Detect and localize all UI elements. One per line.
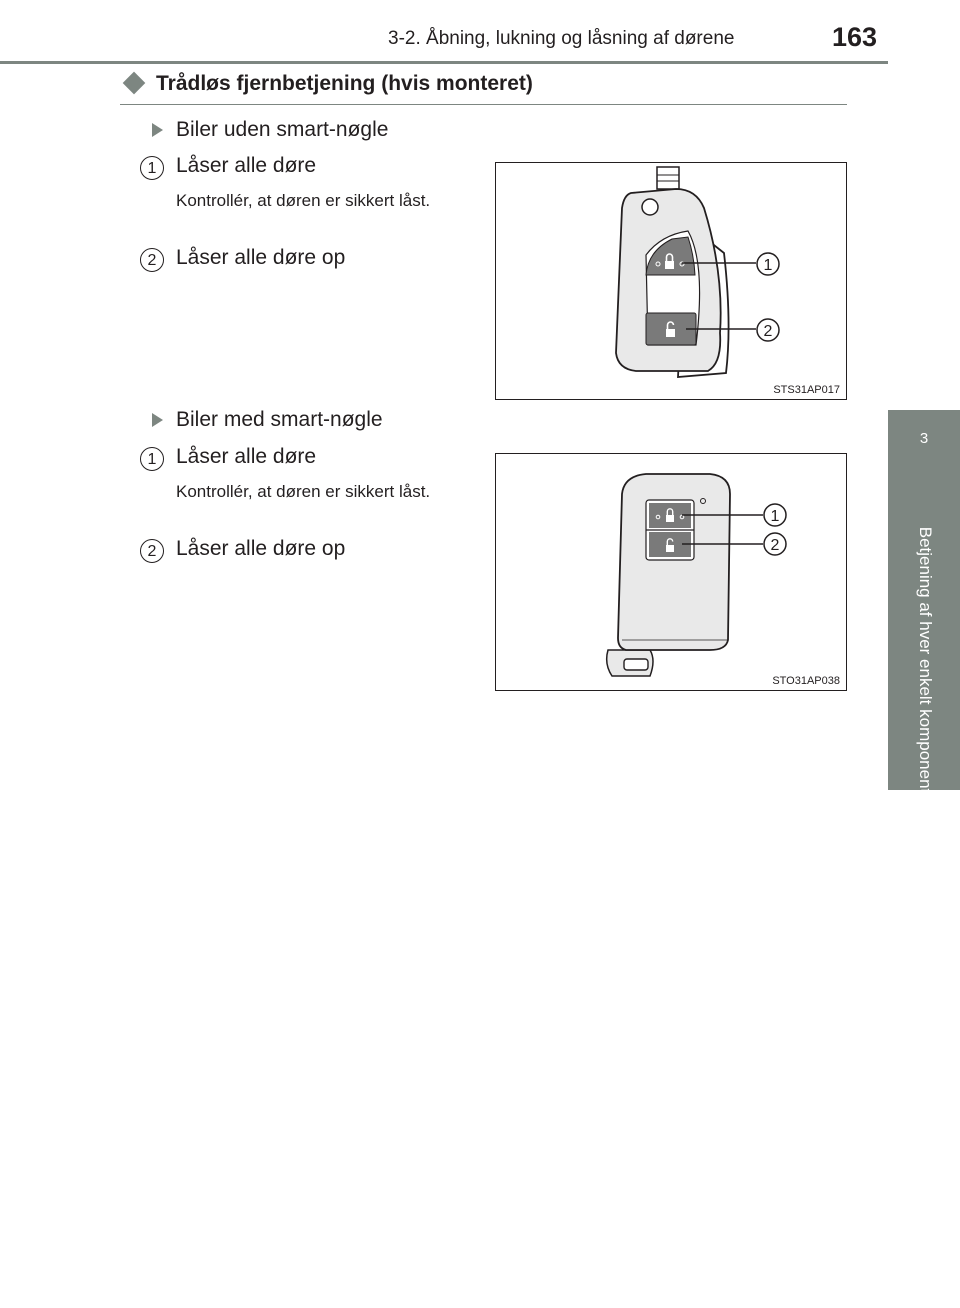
chapter-title: Betjening af hver enkelt komponent xyxy=(916,526,935,794)
figure-code: STS31AP017 xyxy=(773,384,840,396)
triangle-bullet-icon xyxy=(152,413,163,428)
figure-smart-key: 1 2 STO31AP038 xyxy=(495,453,847,691)
subheading-text: Biler uden smart-nøgle xyxy=(176,118,389,141)
section-heading: Trådløs fjernbetjening (hvis monteret) xyxy=(120,72,847,96)
callout-2: 2 xyxy=(771,537,780,554)
callout-1: 1 xyxy=(771,508,780,525)
section-heading-text: Trådløs fjernbetjening (hvis monteret) xyxy=(156,72,533,95)
callout-2: 2 xyxy=(764,323,773,340)
page-number: 163 xyxy=(832,22,878,52)
item-number-badge: 1 xyxy=(140,156,164,180)
item-number-badge: 1 xyxy=(140,447,164,471)
item-title: Låser alle døre op xyxy=(176,537,346,560)
subheading-with-smart-key: Biler med smart-nøgle xyxy=(152,408,383,432)
header-rule xyxy=(0,61,888,64)
item-title: Låser alle døre xyxy=(176,445,317,468)
item-note: Kontrollér, at døren er sikkert låst. xyxy=(176,482,431,501)
subheading-text: Biler med smart-nøgle xyxy=(176,408,383,431)
item-title: Låser alle døre op xyxy=(176,246,346,269)
figure-code: STO31AP038 xyxy=(772,675,840,687)
heading-rule xyxy=(120,104,847,105)
chapter-tab xyxy=(888,410,960,790)
callout-1: 1 xyxy=(764,257,773,274)
item-title: Låser alle døre xyxy=(176,154,317,177)
flip-key-illustration: 1 2 xyxy=(615,166,780,378)
item-number-badge: 2 xyxy=(140,539,164,563)
item-note: Kontrollér, at døren er sikkert låst. xyxy=(176,191,431,210)
diamond-icon xyxy=(122,72,146,95)
item-number-badge: 2 xyxy=(140,248,164,272)
triangle-bullet-icon xyxy=(152,123,163,138)
section-title: 3-2. Åbning, lukning og låsning af døren… xyxy=(388,28,735,49)
chapter-number: 3 xyxy=(919,430,929,447)
figure-flip-key: 1 2 STS31AP017 xyxy=(495,162,847,400)
smart-key-illustration: 1 2 xyxy=(605,473,787,677)
subheading-without-smart-key: Biler uden smart-nøgle xyxy=(152,118,388,142)
